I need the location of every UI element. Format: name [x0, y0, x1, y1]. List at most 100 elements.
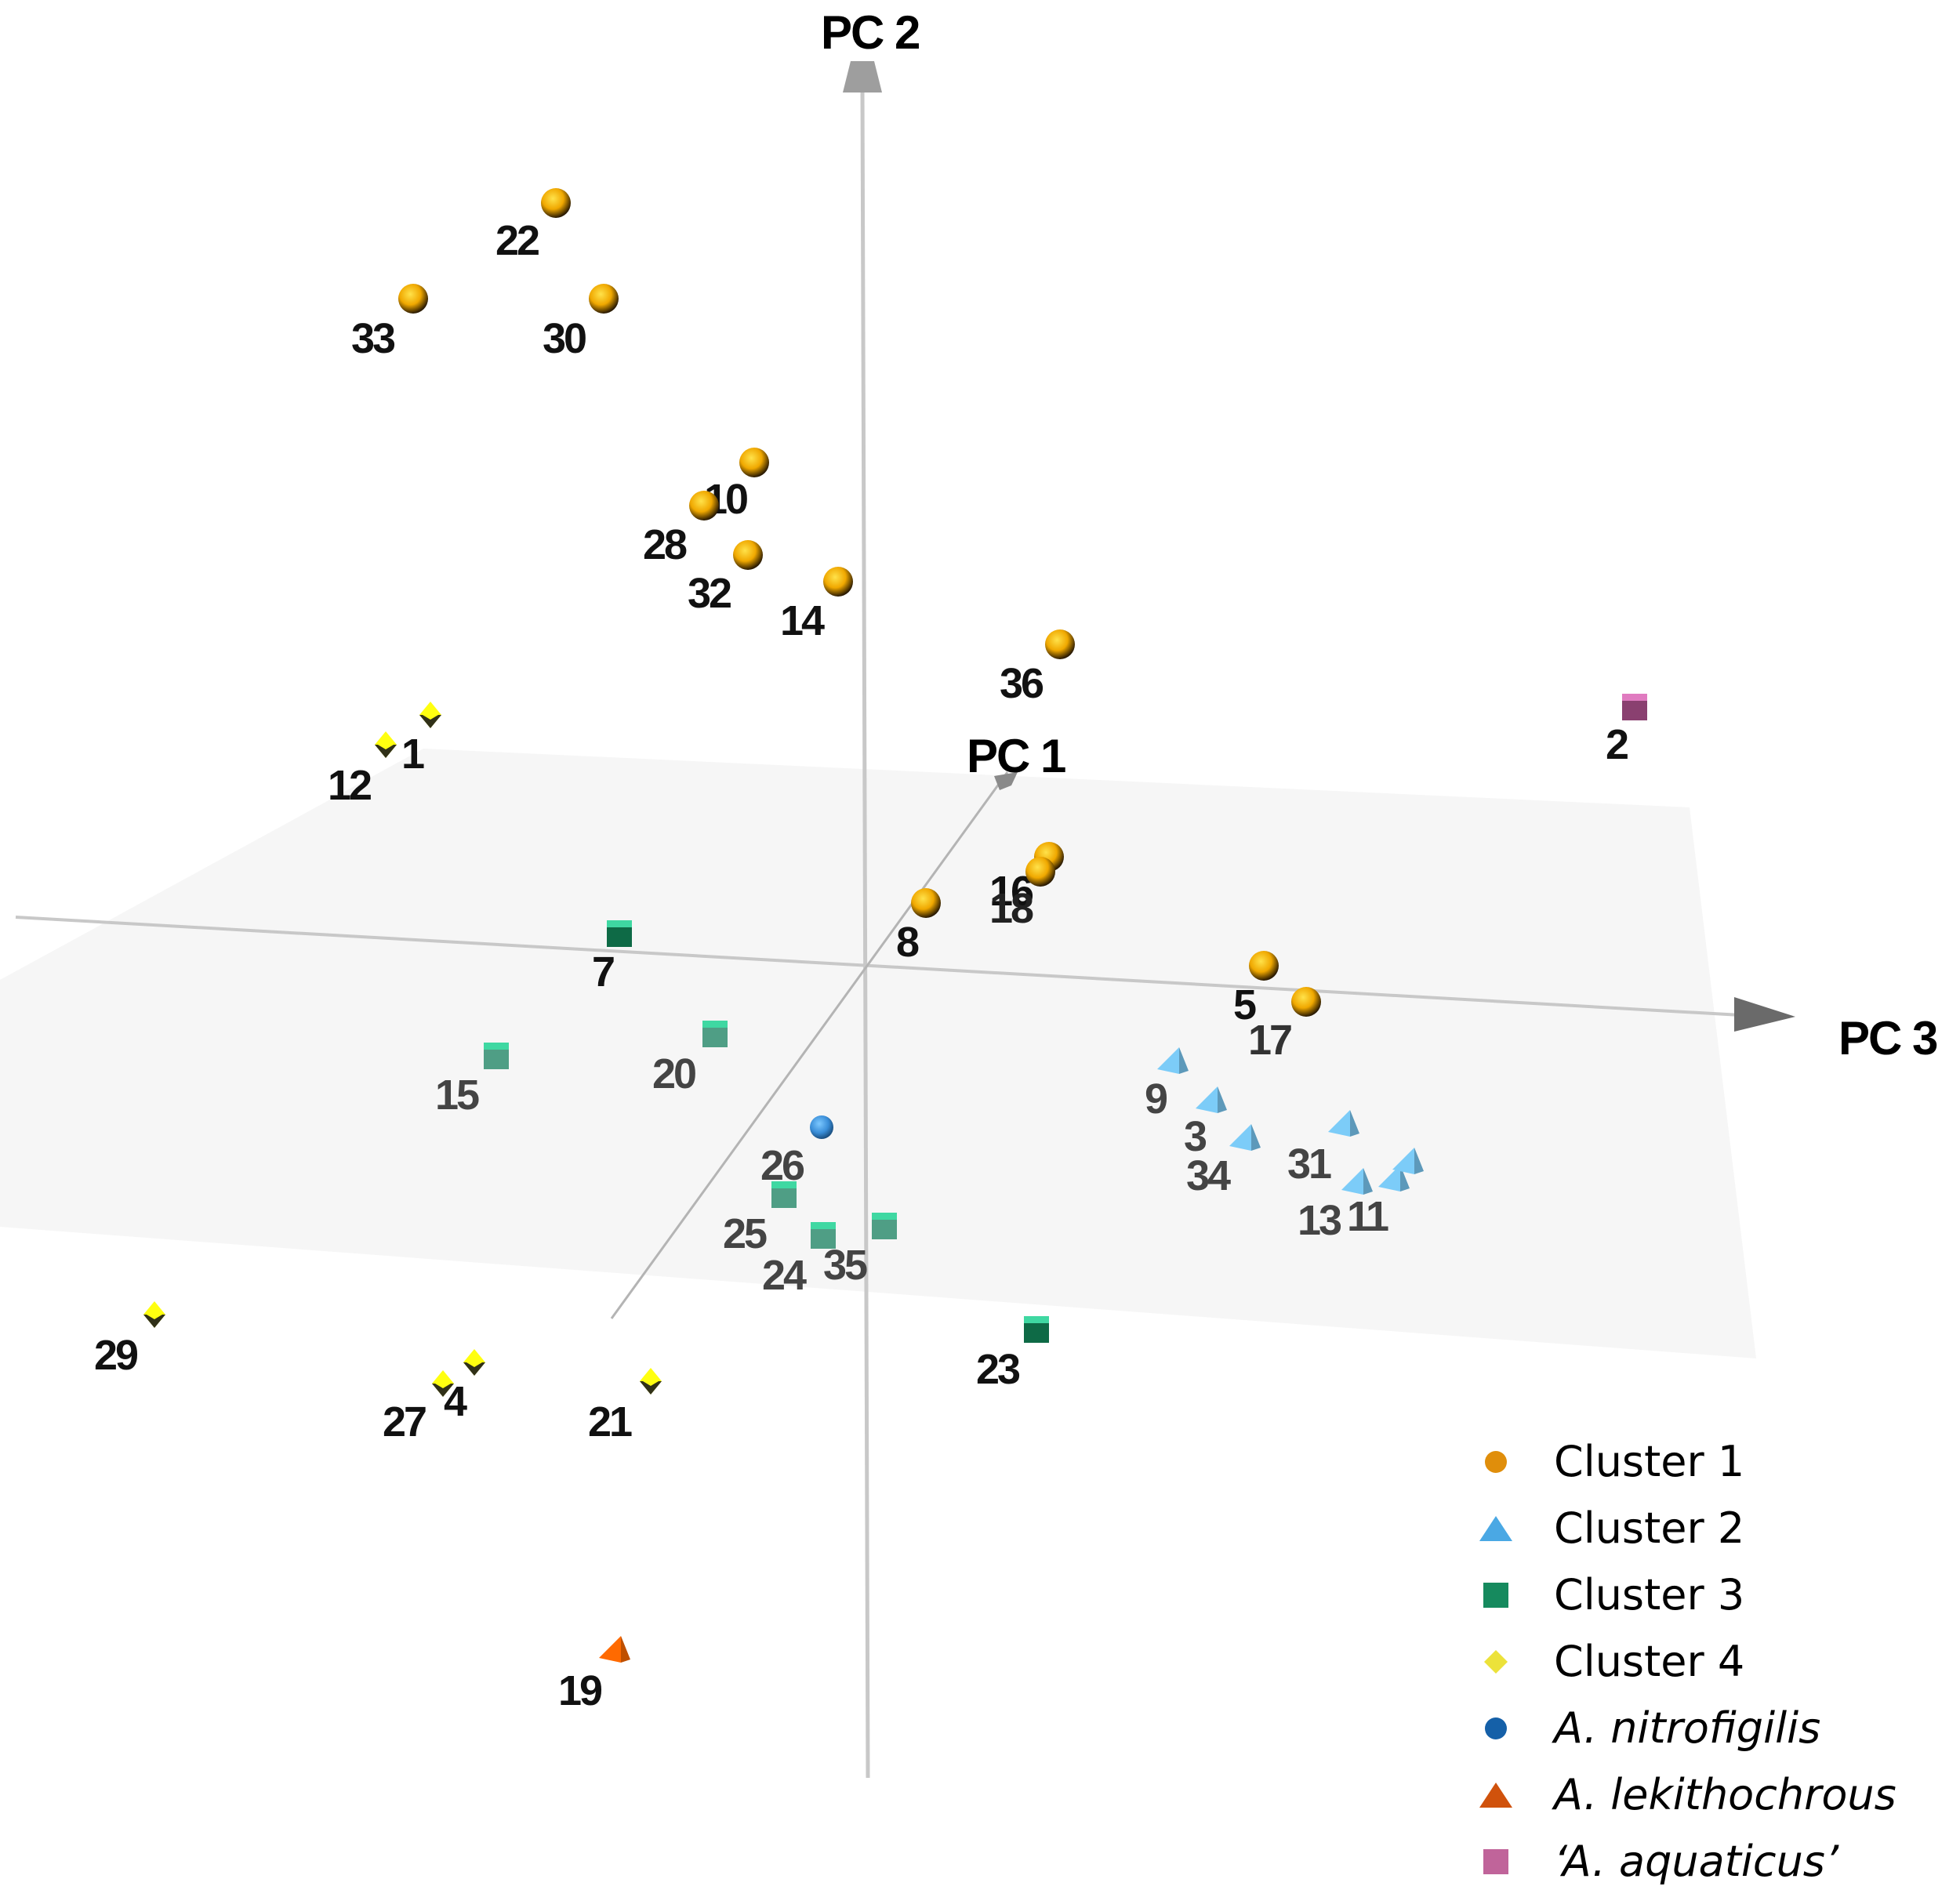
legend-label: Cluster 3 — [1554, 1570, 1745, 1620]
point-label: 30 — [543, 315, 586, 362]
point-label: 19 — [558, 1667, 602, 1714]
data-point: 15 — [435, 1043, 509, 1119]
legend-item-cluster-3: Cluster 3 — [1466, 1561, 1952, 1628]
point-label: 23 — [976, 1346, 1020, 1393]
axes — [15, 61, 1795, 1779]
pc1-pc3-plane — [0, 749, 1756, 1358]
data-point: 35 — [823, 1213, 897, 1289]
point-label: 14 — [780, 597, 825, 644]
sphere-marker-icon — [911, 888, 941, 918]
pyramid-marker-icon — [1341, 1168, 1363, 1195]
sphere-marker-icon — [810, 1115, 833, 1139]
pyramid-marker-icon — [1157, 1047, 1179, 1074]
axis-label-pc2: PC 2 — [821, 6, 919, 59]
sphere-marker-icon — [1025, 857, 1055, 887]
pyramid-marker-icon — [1328, 1110, 1350, 1137]
data-point: 1 — [401, 702, 441, 778]
data-point: 9 — [1145, 1047, 1189, 1123]
pc2-axis-line — [860, 85, 870, 1779]
legend-item-cluster-4: Cluster 4 — [1466, 1628, 1952, 1695]
data-point: 20 — [652, 1021, 728, 1097]
point-label: 11 — [1347, 1193, 1388, 1240]
circle-icon — [1466, 1446, 1526, 1478]
data-point: 19 — [558, 1636, 630, 1714]
data-point: 30 — [543, 284, 619, 362]
legend-label: ‘A. aquaticus’ — [1554, 1837, 1839, 1886]
point-label: 36 — [1000, 660, 1044, 707]
pyramid-marker-icon — [1229, 1124, 1251, 1151]
sphere-marker-icon — [398, 284, 428, 314]
pc2-arrowhead-icon — [843, 61, 882, 92]
sphere-marker-icon — [739, 448, 769, 477]
point-label: 8 — [896, 919, 919, 966]
pc3-arrowhead-icon — [1734, 997, 1795, 1032]
point-label: 29 — [94, 1332, 138, 1379]
data-point: 4 — [444, 1349, 485, 1425]
legend-item-a-lekithochrous: A. lekithochrous — [1466, 1761, 1952, 1828]
data-point: 14 — [780, 567, 853, 644]
legend-item-cluster-1: Cluster 1 — [1466, 1428, 1952, 1495]
point-label: 18 — [989, 885, 1033, 932]
data-point: 11 — [1347, 1165, 1410, 1240]
axis-labels: PC 2 PC 1 PC 3 — [821, 6, 1939, 1065]
point-label: 35 — [823, 1242, 867, 1289]
pyramid-marker-icon — [1378, 1165, 1400, 1192]
data-point: 17 — [1248, 987, 1321, 1064]
data-point: 28 — [643, 491, 719, 568]
point-label: 3 — [1184, 1113, 1207, 1160]
point-label: 25 — [723, 1210, 767, 1257]
data-point: 13 — [1298, 1168, 1373, 1244]
point-label: 17 — [1248, 1017, 1291, 1064]
point-label: 5 — [1233, 981, 1256, 1028]
legend-item-cluster-2: Cluster 2 — [1466, 1495, 1952, 1561]
point-label: 15 — [435, 1072, 479, 1119]
pyramid-marker-icon — [599, 1636, 621, 1663]
legend-item-a-aquaticus: ‘A. aquaticus’ — [1466, 1828, 1952, 1895]
data-point: 22 — [495, 188, 571, 264]
data-point: 5 — [1233, 951, 1279, 1028]
triangle-icon — [1466, 1513, 1526, 1544]
point-label: 9 — [1145, 1075, 1167, 1123]
legend-item-a-nitrofigilis: A. nitrofigilis — [1466, 1695, 1952, 1761]
sphere-marker-icon — [1045, 629, 1075, 659]
pyramid-marker-icon — [1196, 1086, 1218, 1113]
square-icon — [1466, 1580, 1526, 1611]
pc1-axis-line — [610, 771, 1009, 1319]
sphere-marker-icon — [733, 540, 763, 570]
point-label: 32 — [688, 570, 731, 617]
data-point: 24 — [762, 1222, 836, 1299]
point-label: 26 — [760, 1142, 804, 1189]
legend: Cluster 1 Cluster 2 Cluster 3 Cluster 4 … — [1466, 1428, 1952, 1895]
point-label: 7 — [592, 948, 614, 996]
sphere-marker-icon — [589, 284, 619, 314]
point-label: 24 — [762, 1252, 807, 1299]
diamond-icon — [1466, 1646, 1526, 1678]
point-label: 20 — [652, 1050, 695, 1097]
legend-label: Cluster 1 — [1554, 1437, 1745, 1486]
data-point: 34 — [1186, 1124, 1261, 1199]
sphere-marker-icon — [823, 567, 853, 597]
data-point — [1392, 1148, 1424, 1174]
point-label: 4 — [444, 1378, 467, 1425]
data-point: 2 — [1606, 694, 1647, 768]
circle-icon — [1466, 1713, 1526, 1744]
legend-label: A. lekithochrous — [1554, 1770, 1896, 1819]
legend-label: Cluster 4 — [1554, 1637, 1745, 1686]
square-icon — [1466, 1846, 1526, 1877]
data-point: 29 — [94, 1301, 165, 1379]
data-point: 36 — [1000, 629, 1075, 707]
pyramid-marker-icon — [1392, 1148, 1414, 1174]
point-label: 22 — [495, 217, 539, 264]
data-point: 23 — [976, 1316, 1049, 1393]
pc3-axis-line — [15, 916, 1741, 1017]
data-point: 7 — [592, 920, 632, 996]
axis-label-pc1: PC 1 — [967, 730, 1065, 782]
data-point: 21 — [588, 1368, 662, 1445]
point-label: 28 — [643, 521, 687, 568]
sphere-marker-icon — [689, 491, 719, 520]
data-point: 18 — [989, 857, 1055, 932]
legend-label: A. nitrofigilis — [1554, 1703, 1821, 1753]
point-label: 13 — [1298, 1197, 1341, 1244]
point-label: 2 — [1606, 721, 1628, 768]
